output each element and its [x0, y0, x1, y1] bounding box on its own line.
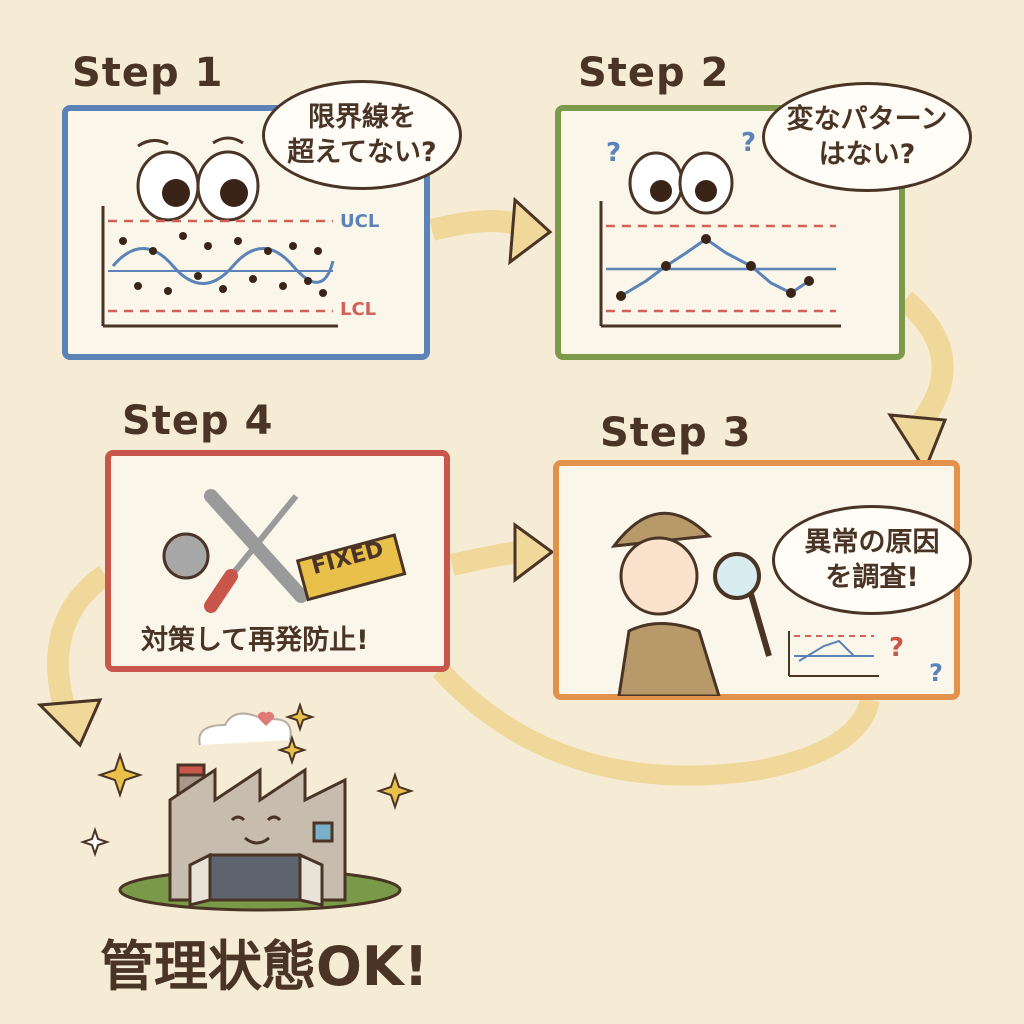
step3-detective-illustration: ? ? — [610, 511, 943, 696]
step3-speech-bubble: 異常の原因を調査! — [772, 505, 972, 615]
arrow-step4-to-step3 — [449, 541, 522, 576]
step3-label: Step 3 — [600, 410, 752, 456]
factory-illustration — [118, 711, 402, 912]
step2-bubble-line1: 変なパターン — [786, 103, 948, 135]
result-caption: 管理状態OK! — [100, 935, 429, 998]
step2-bubble-line2: はない? — [818, 139, 916, 170]
step2-speech-bubble: 変なパターンはない? — [762, 82, 972, 192]
step2-label: Step 2 — [578, 50, 730, 96]
step2-control-chart: ? ? — [599, 128, 841, 328]
step1-control-chart — [101, 136, 338, 328]
arrow-step4-to-result — [47, 565, 112, 713]
step1-bubble-line1: 限界線を — [308, 101, 416, 133]
arrow-step1-to-step2 — [429, 210, 524, 241]
svg-text:?: ? — [606, 138, 621, 168]
step4-caption: 対策して再発防止! — [141, 625, 369, 656]
arrow-step2-to-step3 — [897, 291, 954, 438]
step4-tools-illustration — [162, 489, 407, 613]
ucl-label: UCL — [340, 211, 380, 232]
step3-bubble-line1: 異常の原因 — [804, 526, 940, 558]
step1-speech-bubble: 限界線を超えてない? — [262, 80, 462, 190]
step1-bubble-line2: 超えてない? — [287, 137, 437, 168]
svg-text:?: ? — [929, 659, 943, 687]
step1-label: Step 1 — [72, 50, 224, 96]
svg-text:?: ? — [741, 128, 756, 158]
step2-panel: ? ? — [555, 105, 905, 360]
lcl-label: LCL — [340, 299, 377, 320]
sparkle-icons — [79, 701, 415, 858]
step4-panel: FIXED 対策して再発防止! — [105, 450, 450, 672]
arrow-loop — [432, 663, 880, 786]
step3-bubble-line2: を調査! — [825, 562, 919, 593]
step4-label: Step 4 — [122, 398, 274, 444]
svg-text:?: ? — [889, 633, 904, 663]
